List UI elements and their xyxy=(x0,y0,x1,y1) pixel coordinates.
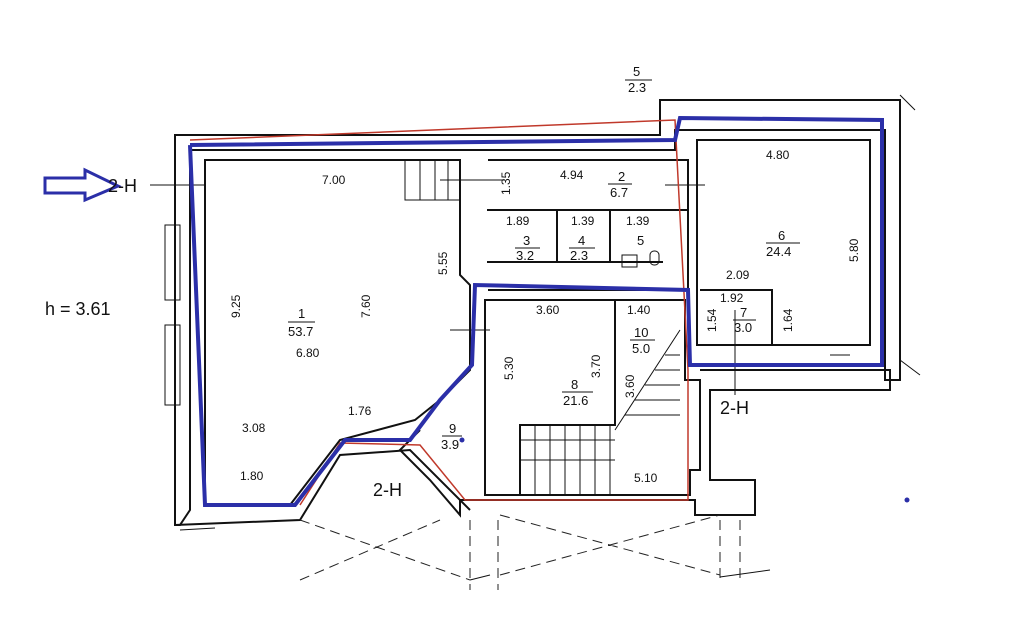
entrance-arrow-icon xyxy=(43,167,122,203)
room-number: 1 xyxy=(298,306,305,321)
room-area: 24.4 xyxy=(766,244,791,259)
dimension: 4.94 xyxy=(560,168,584,182)
room-6: 4.80 6 24.4 5.80 2.09 xyxy=(726,148,861,282)
dimension: 1.92 xyxy=(720,291,744,305)
room-number: 4 xyxy=(578,233,585,248)
room-number: 2 xyxy=(618,169,625,184)
room-7: 1.92 1.54 1.64 7 3.0 xyxy=(705,291,795,335)
room-area: 6.7 xyxy=(610,185,628,200)
dimension: 3.70 xyxy=(589,354,603,378)
red-route-line xyxy=(189,119,689,506)
dimension: 2.09 xyxy=(726,268,750,282)
blue-outline xyxy=(188,115,884,507)
room-1: 7.00 5.55 9.25 7.60 1 53.7 6.80 3.08 1.7… xyxy=(229,173,450,483)
dimension: 1.39 xyxy=(626,214,650,228)
room-5: 1.39 5 xyxy=(621,214,660,268)
room-area: 3.9 xyxy=(441,437,459,452)
dimension: 5.10 xyxy=(634,471,658,485)
dimension: 7.60 xyxy=(359,294,373,318)
dimension: 5.55 xyxy=(436,251,450,275)
room-3: 1.89 3 3.2 xyxy=(506,214,540,263)
dimension: 7.00 xyxy=(322,173,346,187)
room-number: 10 xyxy=(634,325,648,340)
dimension: 1.80 xyxy=(240,469,264,483)
walls xyxy=(150,94,921,590)
room-2: 1.35 4.94 2 6.7 xyxy=(499,168,632,200)
room-area: 5.0 xyxy=(632,341,650,356)
room-area: 21.6 xyxy=(563,393,588,408)
dimension: 1.54 xyxy=(705,308,719,332)
dimension: 5.80 xyxy=(847,238,861,262)
dimension: 1.89 xyxy=(506,214,530,228)
room-4: 1.39 4 2.3 xyxy=(569,214,595,263)
dimension: 1.35 xyxy=(499,171,513,195)
room-number: 7 xyxy=(740,305,747,320)
room-area: 53.7 xyxy=(288,324,313,339)
room-number: 3 xyxy=(523,233,530,248)
ceiling-height: h = 3.61 xyxy=(45,299,111,319)
dimension: 1.39 xyxy=(571,214,595,228)
dimension: 3.60 xyxy=(623,374,637,398)
room-area: 2.3 xyxy=(570,248,588,263)
outside-number: 5 xyxy=(633,64,640,79)
room-number: 8 xyxy=(571,377,578,392)
dimension: 3.60 xyxy=(536,303,560,317)
room-number: 5 xyxy=(637,233,644,248)
room-number: 6 xyxy=(778,228,785,243)
entrance-label: 2-H xyxy=(108,176,137,196)
dimension: 3.08 xyxy=(242,421,266,435)
room-10: 1.40 10 5.0 3.60 xyxy=(623,303,655,398)
outside-area: 2.3 xyxy=(628,80,646,95)
entrance-label: 2-H xyxy=(373,480,402,500)
room-9: 9 3.9 xyxy=(441,421,462,452)
room-number: 9 xyxy=(449,421,456,436)
dimension: 5.30 xyxy=(502,356,516,380)
dimension: 4.80 xyxy=(766,148,790,162)
dimension: 6.80 xyxy=(296,346,320,360)
dimension: 9.25 xyxy=(229,294,243,318)
dimension: 1.76 xyxy=(348,404,372,418)
room-area: 3.2 xyxy=(516,248,534,263)
room-8: 3.60 5.30 3.70 8 21.6 5.10 xyxy=(502,303,658,485)
room-area: 3.0 xyxy=(734,320,752,335)
entrance-label: 2-H xyxy=(720,398,749,418)
dimension: 1.64 xyxy=(781,308,795,332)
dimension: 1.40 xyxy=(627,303,651,317)
